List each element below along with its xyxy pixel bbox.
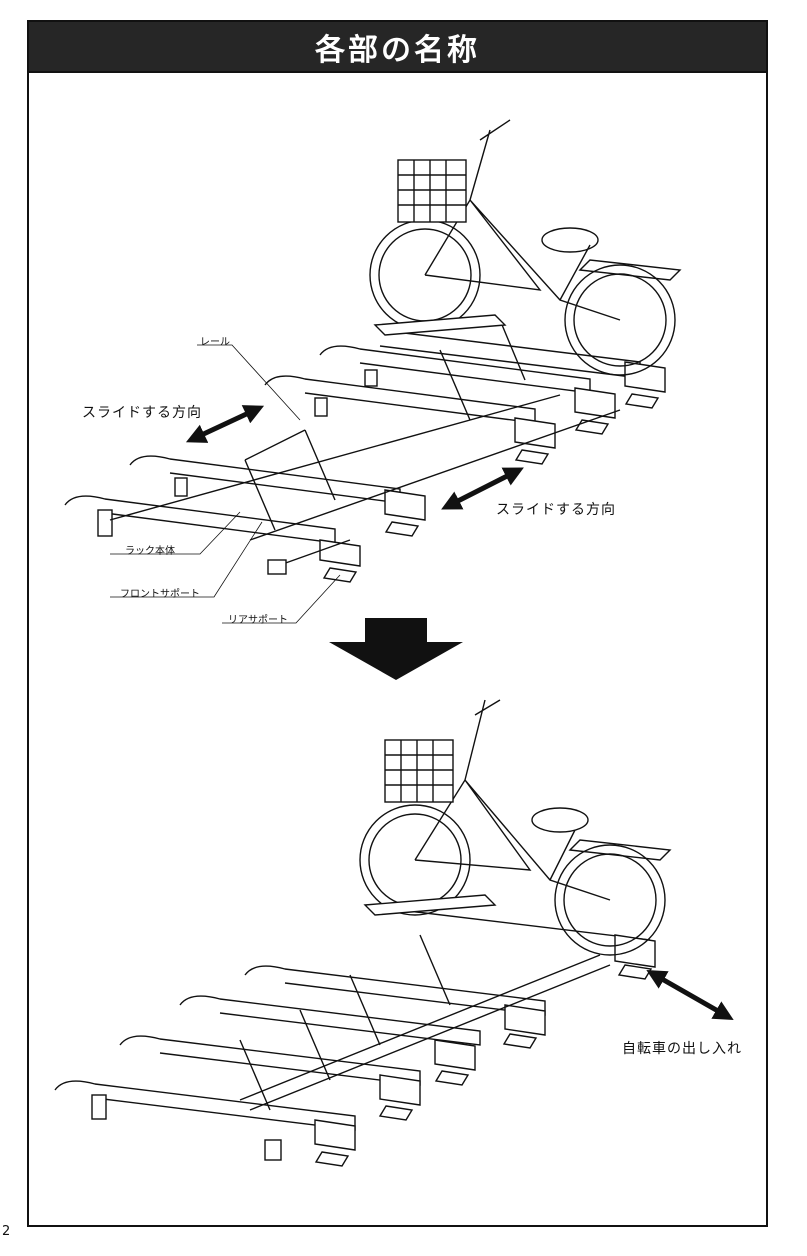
double-arrow-icon	[646, 970, 734, 1020]
bicycle	[359, 699, 672, 956]
rack-body-label: ラック本体	[125, 546, 175, 557]
rack-bay	[264, 349, 556, 465]
label-leaders	[110, 344, 341, 624]
rail-line	[239, 954, 601, 1101]
rack-bay	[129, 429, 426, 537]
rail-line	[249, 964, 611, 1111]
rail-label: レール	[200, 337, 230, 348]
rack-bay	[319, 319, 616, 435]
rack-illustration-before	[64, 119, 682, 583]
bicycle	[369, 119, 682, 376]
rack-illustration-after	[54, 699, 672, 1167]
down-arrow-icon	[329, 618, 463, 680]
rail-line	[279, 539, 351, 566]
page-frame: 各部の名称	[27, 20, 768, 1227]
double-arrow-icon	[441, 467, 524, 510]
rack-bay	[119, 1009, 421, 1121]
slide-direction-label-right: スライドする方向	[496, 502, 616, 518]
rack-bay	[64, 495, 361, 583]
page-title: 各部の名称	[315, 32, 480, 68]
rack-bay	[54, 1080, 356, 1167]
rear-support-label: リアサポート	[228, 615, 288, 626]
page-number: 2	[2, 1224, 11, 1239]
rail-line	[249, 409, 621, 541]
rack-bay	[244, 934, 546, 1049]
bike-in-out-label: 自転車の出し入れ	[622, 1041, 742, 1057]
double-arrow-icon	[185, 405, 265, 443]
rail-line	[399, 909, 651, 941]
rail-line	[109, 394, 561, 521]
rack-bay	[379, 329, 666, 409]
rack-bay	[179, 974, 481, 1086]
front-support-label: フロントサポート	[120, 589, 200, 600]
slide-direction-label-left: スライドする方向	[82, 405, 202, 421]
title-bar: 各部の名称	[29, 22, 766, 73]
